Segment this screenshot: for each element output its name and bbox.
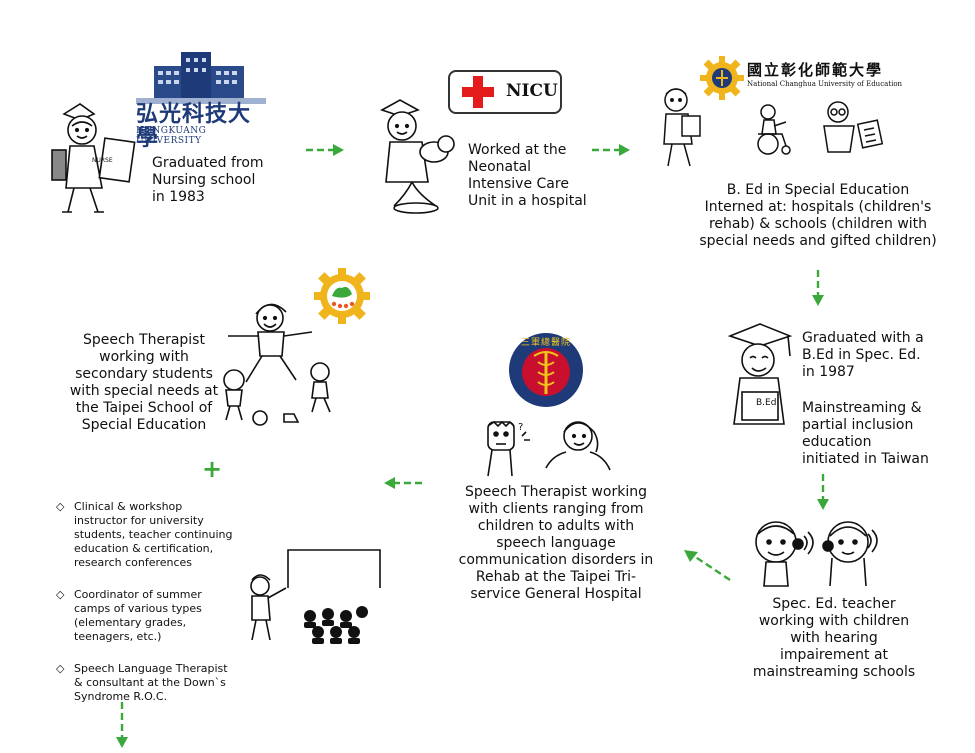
therapist-and-patient-icon: ?	[487, 420, 611, 477]
hospital-emblem-chinese: 三軍總醫院	[520, 338, 571, 348]
nurse-with-baby-icon	[380, 99, 455, 214]
step-graduated-text: Graduated with a B.Ed in Spec. Ed. in 19…	[802, 330, 924, 380]
hospital-emblem-icon	[509, 333, 583, 407]
arrow-right-1	[306, 144, 344, 156]
list-item: ◇ Speech Language Therapist & consultant…	[54, 662, 234, 704]
arrow-down-2	[817, 474, 829, 510]
diamond-bullet-icon: ◇	[56, 662, 65, 675]
arrow-right-2	[592, 144, 630, 156]
graduate-figure-icon	[727, 323, 793, 425]
arrow-left-1	[384, 477, 422, 489]
step-school-st-text: Speech Therapist working with secondary …	[69, 332, 219, 433]
graduate-board-label: B.Ed	[756, 398, 777, 408]
dancing-family-icon	[223, 303, 331, 426]
changhua-chinese-name: 國立彰化師範大學	[747, 61, 884, 79]
hungkuang-logo: 弘光科技大學 HUNGKUANG UNIVERSITY	[136, 46, 266, 150]
list-item: ◇ Clinical & workshop instructor for uni…	[54, 500, 234, 570]
svg-text:NURSE: NURSE	[92, 157, 113, 164]
changhua-gear-logo-icon	[700, 56, 744, 100]
step-hospital-st-text: Speech Therapist working with clients ra…	[458, 484, 654, 602]
changhua-english-name: National Changhua University of Educatio…	[747, 80, 903, 88]
bullet-list: ◇ Clinical & workshop instructor for uni…	[54, 500, 234, 722]
reading-child-icon	[823, 101, 884, 153]
children-with-hearing-aids-icon	[755, 521, 878, 587]
diamond-bullet-icon: ◇	[56, 588, 65, 601]
step-nicu-text: Worked at the Neonatal Intensive Care Un…	[468, 142, 587, 209]
list-item: ◇ Coordinator of summer camps of various…	[54, 588, 234, 644]
student-with-books-icon	[663, 88, 701, 167]
arrow-diagonal	[684, 550, 731, 581]
gear-logo-icon	[314, 268, 370, 324]
diamond-bullet-icon: ◇	[56, 500, 65, 513]
hungkuang-chinese-name: 弘光科技大學	[136, 101, 252, 151]
step-bed-text: B. Ed in Special Education Interned at: …	[699, 182, 937, 249]
step-nursing-text: Graduated from Nursing school in 1983	[152, 155, 264, 205]
bullet-text: Clinical & workshop instructor for unive…	[74, 500, 233, 569]
arrow-down-3	[116, 702, 128, 748]
wheelchair-child-icon	[757, 104, 791, 155]
arrow-down-1	[812, 270, 824, 306]
svg-text:?: ?	[518, 422, 523, 433]
nicu-badge: NICU	[448, 70, 562, 114]
nurse-figure-icon: NURSE	[51, 103, 136, 213]
teacher-with-audience-icon	[250, 549, 381, 644]
campus-building-icon	[136, 52, 266, 104]
bullet-text: Coordinator of summer camps of various t…	[74, 588, 202, 643]
bullet-text: Speech Language Therapist & consultant a…	[74, 662, 228, 703]
step-spec-teacher-text: Spec. Ed. teacher working with children …	[752, 596, 916, 680]
step-mainstreaming-text: Mainstreaming & partial inclusion educat…	[802, 400, 929, 467]
nicu-label: NICU	[506, 81, 558, 101]
hungkuang-english-name: HUNGKUANG UNIVERSITY	[136, 126, 207, 146]
plus-sign: +	[201, 455, 223, 483]
red-cross-icon	[462, 76, 494, 108]
